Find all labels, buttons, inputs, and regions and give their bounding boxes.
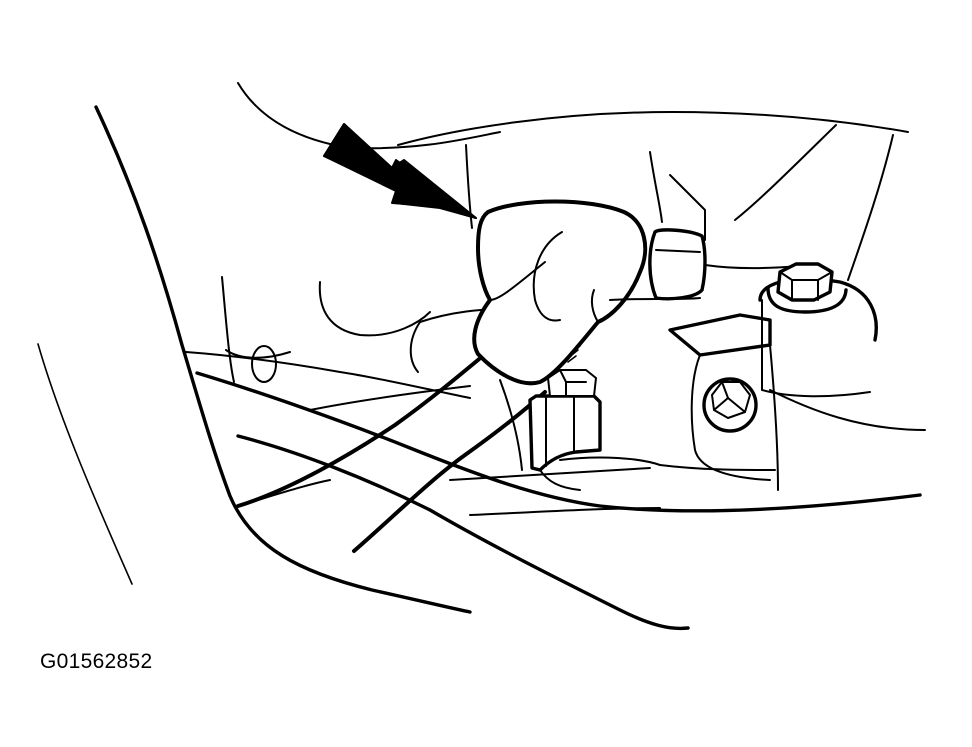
bracket-top-line <box>185 351 471 399</box>
mounting-arm-left <box>409 321 421 373</box>
mounting-hole <box>251 345 277 383</box>
left-outer-contour <box>94 105 472 614</box>
upper-housing-right-drop <box>734 124 837 221</box>
right-housing-boss <box>758 277 878 342</box>
right-housing-edge <box>769 389 926 431</box>
bracket-lower-curve <box>559 456 661 466</box>
bracket-left-foot <box>539 469 581 491</box>
upper-housing-top-edge <box>397 111 909 146</box>
cross-tube-upper <box>195 371 922 513</box>
bracket-center-face <box>499 379 523 471</box>
housing-inner-vertical-2 <box>649 151 663 223</box>
connector-block <box>648 228 707 301</box>
right-housing-boss-face <box>761 299 871 398</box>
left-inner-contour <box>221 276 235 383</box>
left-bulge-lower <box>225 349 291 359</box>
bracket-lower-horizontal <box>659 464 776 471</box>
wire-upper <box>236 348 492 508</box>
cross-tube-lower <box>236 434 690 631</box>
wire-lower <box>352 390 547 553</box>
left-bulge <box>318 281 431 337</box>
hex-bolt <box>766 262 848 314</box>
mount-plate-side <box>769 344 779 491</box>
connector-housing-line <box>609 297 701 301</box>
tube-inner-line <box>449 467 651 481</box>
tube-lower-edge <box>469 507 661 516</box>
sensor-boot <box>472 199 648 386</box>
pointer-arrow-icon <box>323 123 477 219</box>
mount-plate-face <box>690 354 771 481</box>
upper-housing-curve <box>237 82 501 150</box>
housing-inner-vertical <box>465 144 473 229</box>
far-left-contour <box>37 343 133 585</box>
housing-slot <box>669 174 706 241</box>
figure-code: G01562852 <box>40 650 153 673</box>
flange-bolt <box>702 377 758 433</box>
mount-plate-outline <box>668 313 772 357</box>
right-vertical-edge <box>847 134 894 281</box>
stud-nut <box>528 339 602 472</box>
bracket-lower-line <box>309 385 471 411</box>
connector-block-edge <box>655 249 701 253</box>
